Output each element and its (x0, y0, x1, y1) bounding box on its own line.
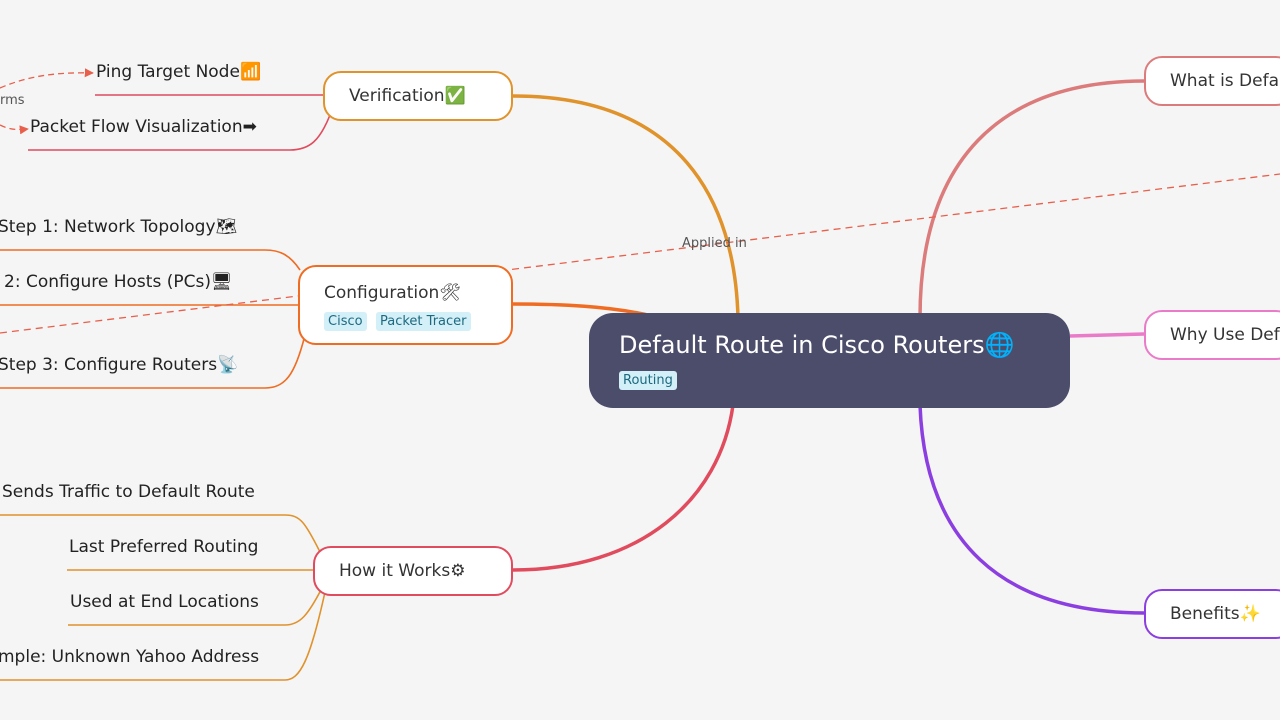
leaf-used-end-locations[interactable]: Used at End Locations (70, 592, 259, 612)
relation-confirms-packet (0, 124, 29, 135)
map-icon: 🗺 (215, 217, 238, 237)
edge-config-step3 (0, 334, 306, 389)
edge-how-used (68, 587, 323, 626)
check-mark-icon: ✅ (444, 86, 466, 106)
leaf-step3-routers[interactable]: Step 3: Configure Routers📡 (0, 355, 238, 375)
branch-verification-text: Verification (349, 86, 445, 106)
signal-bars-icon: 📶 (239, 62, 262, 82)
branch-verification[interactable]: Verification✅ (323, 71, 513, 121)
branch-how-it-works-text: How it Works (339, 561, 451, 581)
branch-benefits[interactable]: Benefits✨ (1144, 589, 1280, 639)
tag-cisco: Cisco (324, 312, 367, 331)
edge-root-benefits (918, 404, 1146, 615)
tools-icon: 🛠 (439, 283, 461, 303)
edge-config-step1 (0, 249, 301, 271)
leaf-ping-target-node[interactable]: Ping Target Node📶 (96, 62, 261, 82)
relation-label-applied-in: Applied in (682, 236, 747, 251)
branch-configuration[interactable]: Configuration🛠 Cisco Packet Tracer (298, 265, 513, 345)
branch-configuration-text: Configuration (324, 283, 440, 303)
branch-verification-label: Verification✅ (349, 86, 466, 106)
edge-root-why-use (1069, 332, 1146, 338)
edge-verification-packet (28, 114, 331, 151)
relation-confirms-ping (0, 68, 94, 89)
branch-why-use-label: Why Use Def (1170, 325, 1280, 345)
relation-label-confirms: rms (0, 93, 25, 108)
sparkles-icon: ✨ (1239, 604, 1261, 624)
branch-benefits-label: Benefits✨ (1170, 604, 1261, 624)
right-arrow-icon: ➡ (242, 117, 257, 137)
edge-how-sends (0, 514, 321, 553)
branch-how-it-works-label: How it Works⚙ (339, 561, 465, 581)
tag-packet-tracer: Packet Tracer (376, 312, 471, 331)
relation-applied-in (0, 173, 1280, 334)
branch-how-it-works[interactable]: How it Works⚙ (313, 546, 513, 596)
leaf-step3-text: Step 3: Configure Routers (0, 355, 218, 375)
leaf-sends-traffic[interactable]: Sends Traffic to Default Route (2, 482, 255, 502)
leaf-packet-text: Packet Flow Visualization (30, 117, 243, 137)
edge-root-verification (512, 94, 740, 319)
globe-icon: 🌐 (984, 331, 1015, 359)
edge-root-configuration (512, 302, 653, 318)
root-title: Default Route in Cisco Routers🌐 (619, 331, 1015, 359)
edge-root-what-is (918, 79, 1146, 319)
leaf-example-yahoo[interactable]: mple: Unknown Yahoo Address (0, 647, 260, 667)
leaf-step1-topology[interactable]: Step 1: Network Topology🗺 (0, 217, 237, 237)
leaf-ping-text: Ping Target Node (96, 62, 240, 82)
root-tag-routing: Routing (619, 371, 677, 390)
desktop-computer-icon: 🖥 (210, 272, 233, 292)
leaf-last-preferred[interactable]: Last Preferred Routing (69, 537, 259, 557)
satellite-antenna-icon: 📡 (217, 355, 239, 375)
branch-why-use[interactable]: Why Use Def (1144, 310, 1280, 360)
edge-how-example (0, 591, 326, 681)
leaf-step2-text: 2: Configure Hosts (PCs) (4, 272, 211, 292)
leaf-step2-hosts[interactable]: 2: Configure Hosts (PCs)🖥 (4, 272, 233, 292)
root-title-text: Default Route in Cisco Routers (619, 331, 985, 359)
branch-benefits-text: Benefits (1170, 604, 1240, 624)
root-node[interactable]: Default Route in Cisco Routers🌐 Routing (589, 313, 1070, 408)
branch-configuration-label: Configuration🛠 (324, 283, 461, 303)
branch-what-is-label: What is Defa (1170, 71, 1280, 91)
branch-what-is[interactable]: What is Defa (1144, 56, 1280, 106)
gear-icon: ⚙ (450, 561, 466, 581)
edge-root-how-it-works (512, 404, 735, 572)
leaf-step1-text: Step 1: Network Topology (0, 217, 216, 237)
leaf-packet-flow[interactable]: Packet Flow Visualization➡ (30, 117, 257, 137)
